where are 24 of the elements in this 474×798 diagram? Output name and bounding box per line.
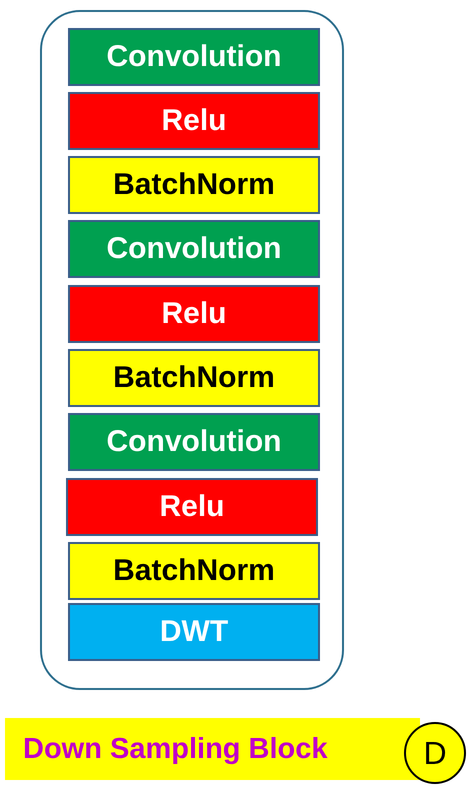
layer-label: Convolution <box>106 40 282 74</box>
block-title: Down Sampling Block <box>23 732 328 766</box>
circle-letter: D <box>423 734 447 772</box>
block-container <box>40 10 344 690</box>
layer-box <box>66 478 318 536</box>
layer-box <box>68 220 320 278</box>
layer-box <box>68 284 320 342</box>
layer-label: BatchNorm <box>113 360 275 394</box>
layer-box <box>68 542 320 600</box>
layer-box <box>68 348 320 406</box>
layer-box <box>68 602 320 660</box>
layer-label: Relu <box>159 490 224 524</box>
layer-label: Relu <box>161 104 226 138</box>
layer-label: BatchNorm <box>113 554 275 588</box>
layer-label: Relu <box>161 296 226 330</box>
layer-label: BatchNorm <box>113 168 275 202</box>
layer-label: DWT <box>160 614 228 648</box>
layer-label: Convolution <box>106 424 282 458</box>
layer-box <box>68 28 320 86</box>
title-band <box>5 718 420 780</box>
layer-box <box>68 156 320 214</box>
layer-label: Convolution <box>106 232 282 266</box>
layer-box <box>68 92 320 150</box>
layer-box <box>68 412 320 470</box>
